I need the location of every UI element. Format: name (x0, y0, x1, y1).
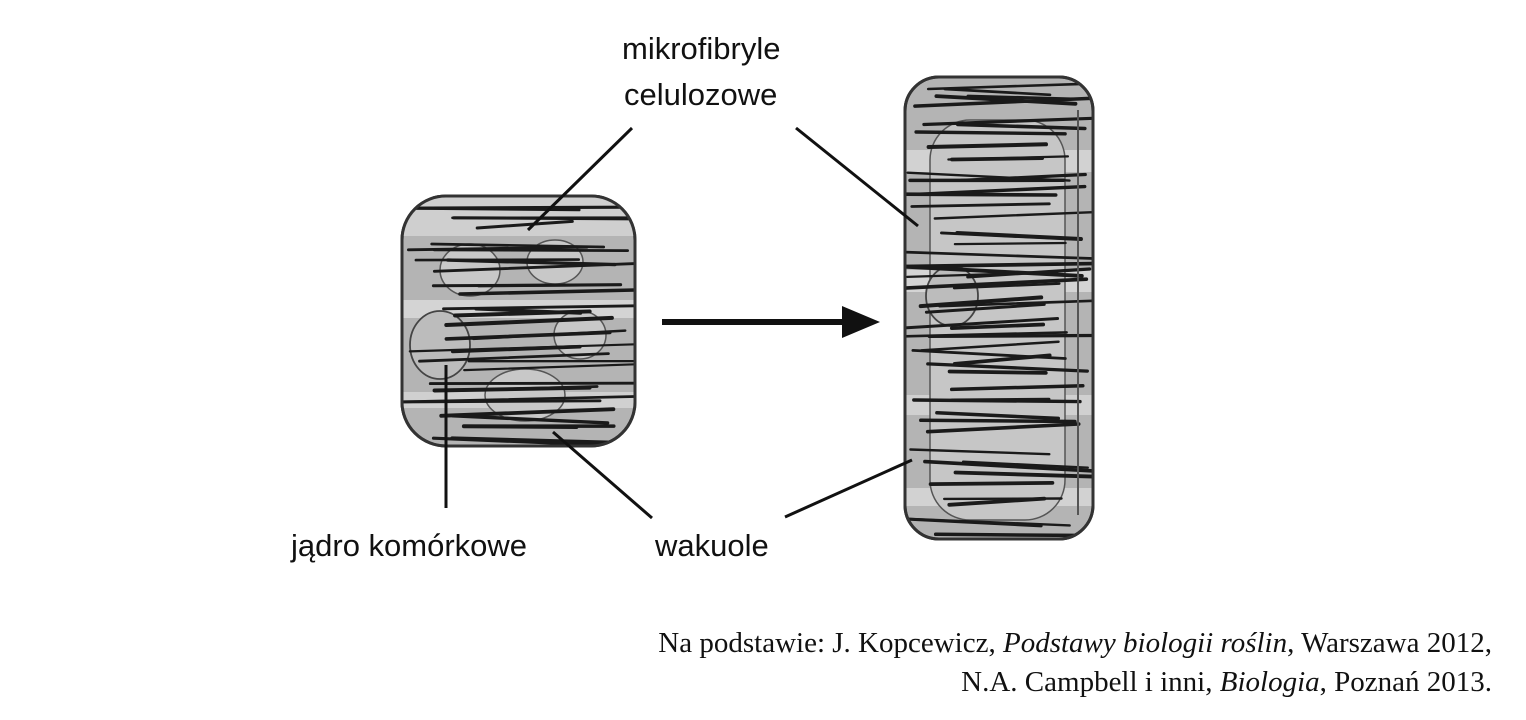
microfibril (922, 116, 1093, 127)
microfibril (919, 418, 1077, 424)
microfibril (947, 369, 1048, 375)
microfibril (444, 315, 614, 327)
citation-1-title: Podstawy biologii roślin (1002, 627, 1288, 659)
microfibril (947, 496, 1047, 507)
microfibril (905, 277, 1089, 290)
microfibril (446, 258, 617, 267)
microfibril (442, 304, 635, 311)
microfibril (938, 299, 1093, 308)
label-microfibrils-line2: celulozowe (624, 77, 778, 112)
microfibril (924, 302, 1046, 314)
elongated-cell (903, 75, 1095, 541)
growth-arrow (662, 306, 880, 338)
microfibril (475, 219, 574, 230)
microfibril (923, 459, 1093, 473)
microfibril (917, 184, 1087, 196)
microfibril (925, 422, 1081, 434)
small-cell-top-face (402, 196, 635, 236)
label-nucleus: jądro komórkowe (291, 528, 528, 563)
microfibril (918, 295, 1044, 309)
citation-1-suffix: , Warszawa 2012, (1287, 627, 1492, 659)
microfibril (950, 156, 1045, 162)
leader-microfibrils-small (526, 126, 634, 232)
microfibril (955, 122, 1087, 131)
leader-vacuole-big (784, 458, 913, 519)
microfibril (949, 383, 1085, 392)
microfibril (953, 470, 1093, 479)
microfibril (913, 96, 1093, 108)
microfibril (943, 87, 1052, 97)
microfibril (406, 245, 589, 252)
microfibril (451, 414, 610, 425)
microfibril (910, 202, 1051, 208)
small-cell-microfibrils (402, 205, 635, 446)
label-microfibrils-line1: mikrofibryle (622, 31, 781, 66)
microfibril (959, 172, 1087, 182)
microfibril (905, 317, 1060, 330)
microfibril (463, 363, 635, 372)
microfibril (905, 264, 1084, 278)
leader-vacuole-small (552, 430, 653, 520)
microfibril (450, 436, 618, 445)
microfibril (472, 329, 627, 341)
microfibril (933, 210, 1093, 220)
microfibril (452, 216, 635, 221)
microfibril (402, 399, 602, 404)
microfibril (952, 353, 1052, 366)
label-vacuoles: wakuole (655, 528, 769, 563)
microfibril (453, 309, 592, 318)
microfibril (952, 282, 1061, 290)
microfibril (935, 411, 1061, 421)
microfibril (926, 82, 1088, 91)
microfibril (953, 241, 1067, 246)
microfibril (914, 130, 1067, 136)
microfibril (950, 397, 1051, 402)
microfibril (905, 261, 1093, 269)
microfibril (961, 460, 1089, 469)
microfibril (905, 331, 1068, 338)
leader-lines (444, 126, 919, 520)
microfibril (905, 250, 1093, 261)
citation-line-2: N.A. Campbell i inni, Biologia, Poznań 2… (961, 668, 1492, 697)
microfibril (431, 283, 584, 288)
microfibril (458, 288, 635, 296)
leader-microfibrils-big (795, 126, 919, 228)
arrow-head (842, 306, 880, 338)
microfibril (966, 267, 1092, 279)
microfibril (402, 206, 581, 212)
small-cell-nucleus (409, 310, 471, 380)
microfibril (456, 385, 599, 392)
microfibril (926, 142, 1048, 149)
citation-line-1: Na podstawie: J. Kopcewicz, Podstawy bio… (658, 629, 1492, 658)
microfibril (905, 517, 1071, 527)
microfibril (432, 261, 635, 273)
citation-2-title: Biologia (1219, 666, 1320, 698)
microfibril (408, 343, 635, 353)
microfibril (418, 352, 610, 363)
microfibril (955, 230, 1083, 241)
elongated-cell-microfibrils (905, 82, 1093, 538)
citation-1-prefix: Na podstawie: J. Kopcewicz, (658, 627, 1003, 659)
microfibril (439, 407, 616, 418)
small-cell (400, 194, 637, 448)
microfibril (909, 448, 1051, 456)
microfibril (933, 532, 1076, 538)
microfibril (934, 94, 1078, 106)
citation-2-prefix: N.A. Campbell i inni, (961, 666, 1220, 698)
microfibril (461, 424, 579, 429)
microfibril (928, 480, 1055, 487)
citation-2-suffix: , Poznań 2013. (1319, 666, 1492, 698)
microfibril (920, 340, 1060, 352)
microfibril (949, 322, 1046, 331)
